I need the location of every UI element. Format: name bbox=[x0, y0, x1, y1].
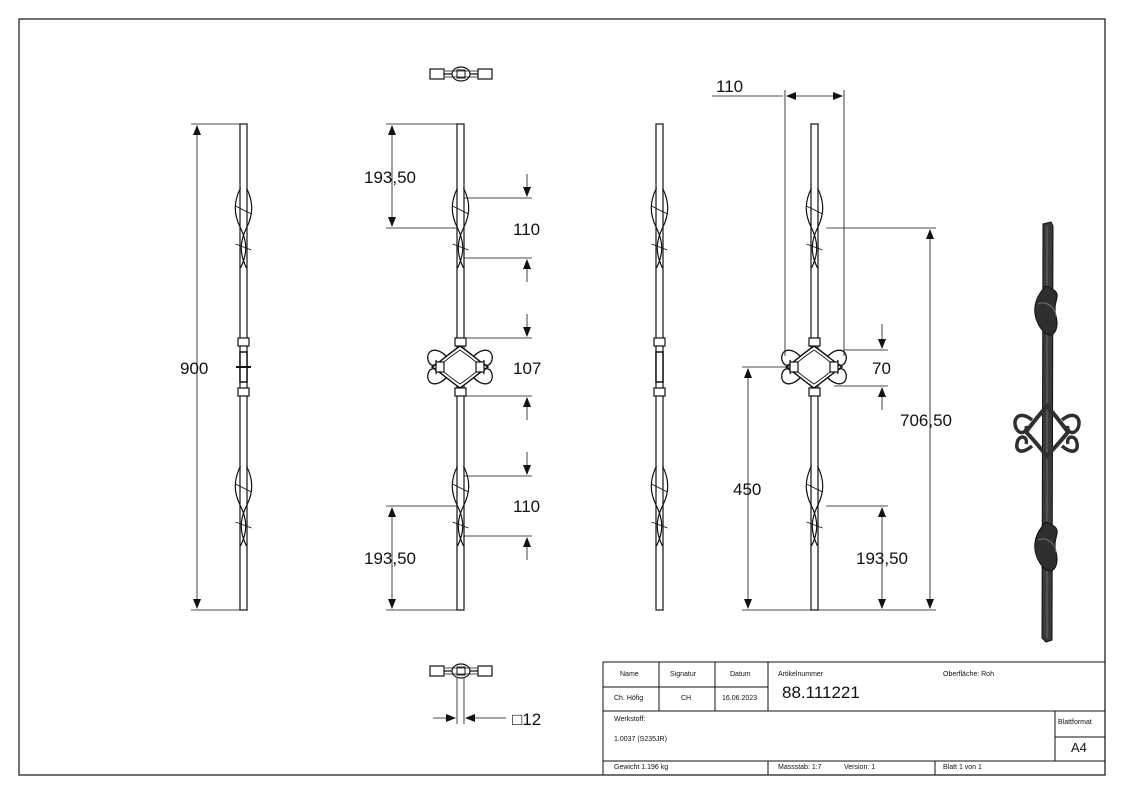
blatt: Blatt 1 von 1 bbox=[943, 764, 982, 771]
artikelnummer-value: 88.111221 bbox=[782, 683, 860, 702]
werkstoff-value: 1.0037 (S235JR) bbox=[614, 736, 667, 743]
dim-top-193-50: 193,50 bbox=[364, 168, 416, 187]
blattformat-label: Blattformat bbox=[1058, 719, 1092, 726]
dim-450: 450 bbox=[733, 480, 761, 499]
view-section: □12 bbox=[429, 663, 541, 729]
massstab: Massstab: 1:7 bbox=[778, 764, 822, 771]
dim-overall-900: 900 bbox=[180, 359, 208, 378]
isometric-render bbox=[1013, 221, 1081, 643]
dim-bottom-193-50: 193,50 bbox=[364, 549, 416, 568]
version: Version: 1 bbox=[844, 764, 876, 771]
blattformat-value: A4 bbox=[1071, 740, 1087, 755]
dim-section-12: □12 bbox=[512, 710, 541, 729]
dim-center-107: 107 bbox=[513, 359, 541, 378]
sheet-border bbox=[18, 18, 1106, 776]
dim-twist-lower-110: 110 bbox=[513, 497, 540, 516]
view-front-2: 110 70 706,50 450 193,50 bbox=[712, 77, 952, 611]
view-top bbox=[429, 66, 493, 82]
signatur-label: Signatur bbox=[670, 671, 697, 678]
artikelnummer-label: Artikelnummer bbox=[778, 671, 824, 678]
dim-twist-upper-110: 110 bbox=[513, 220, 540, 239]
werkstoff-label: Werkstoff: bbox=[614, 716, 646, 723]
datum-label: Datum bbox=[730, 671, 751, 678]
datum-value: 16.06.2023 bbox=[722, 695, 758, 702]
gewicht: Gewicht 1.196 kg bbox=[614, 764, 669, 771]
dim-center-70: 70 bbox=[872, 359, 891, 378]
signatur-value: CH bbox=[681, 695, 692, 702]
dim-width-110: 110 bbox=[716, 77, 743, 96]
dim-bottom-193-50-v4: 193,50 bbox=[856, 549, 908, 568]
view-front: 193,50 110 107 110 193,50 bbox=[364, 123, 541, 611]
name-value: Ch. Höfig bbox=[614, 695, 644, 702]
oberflaeche: Oberfläche: Roh bbox=[943, 671, 994, 678]
name-label: Name bbox=[620, 671, 639, 678]
view-side-2 bbox=[650, 123, 669, 611]
title-block-frame bbox=[602, 661, 1106, 776]
view-side: 900 bbox=[180, 123, 253, 611]
dim-706-50: 706,50 bbox=[900, 411, 952, 430]
